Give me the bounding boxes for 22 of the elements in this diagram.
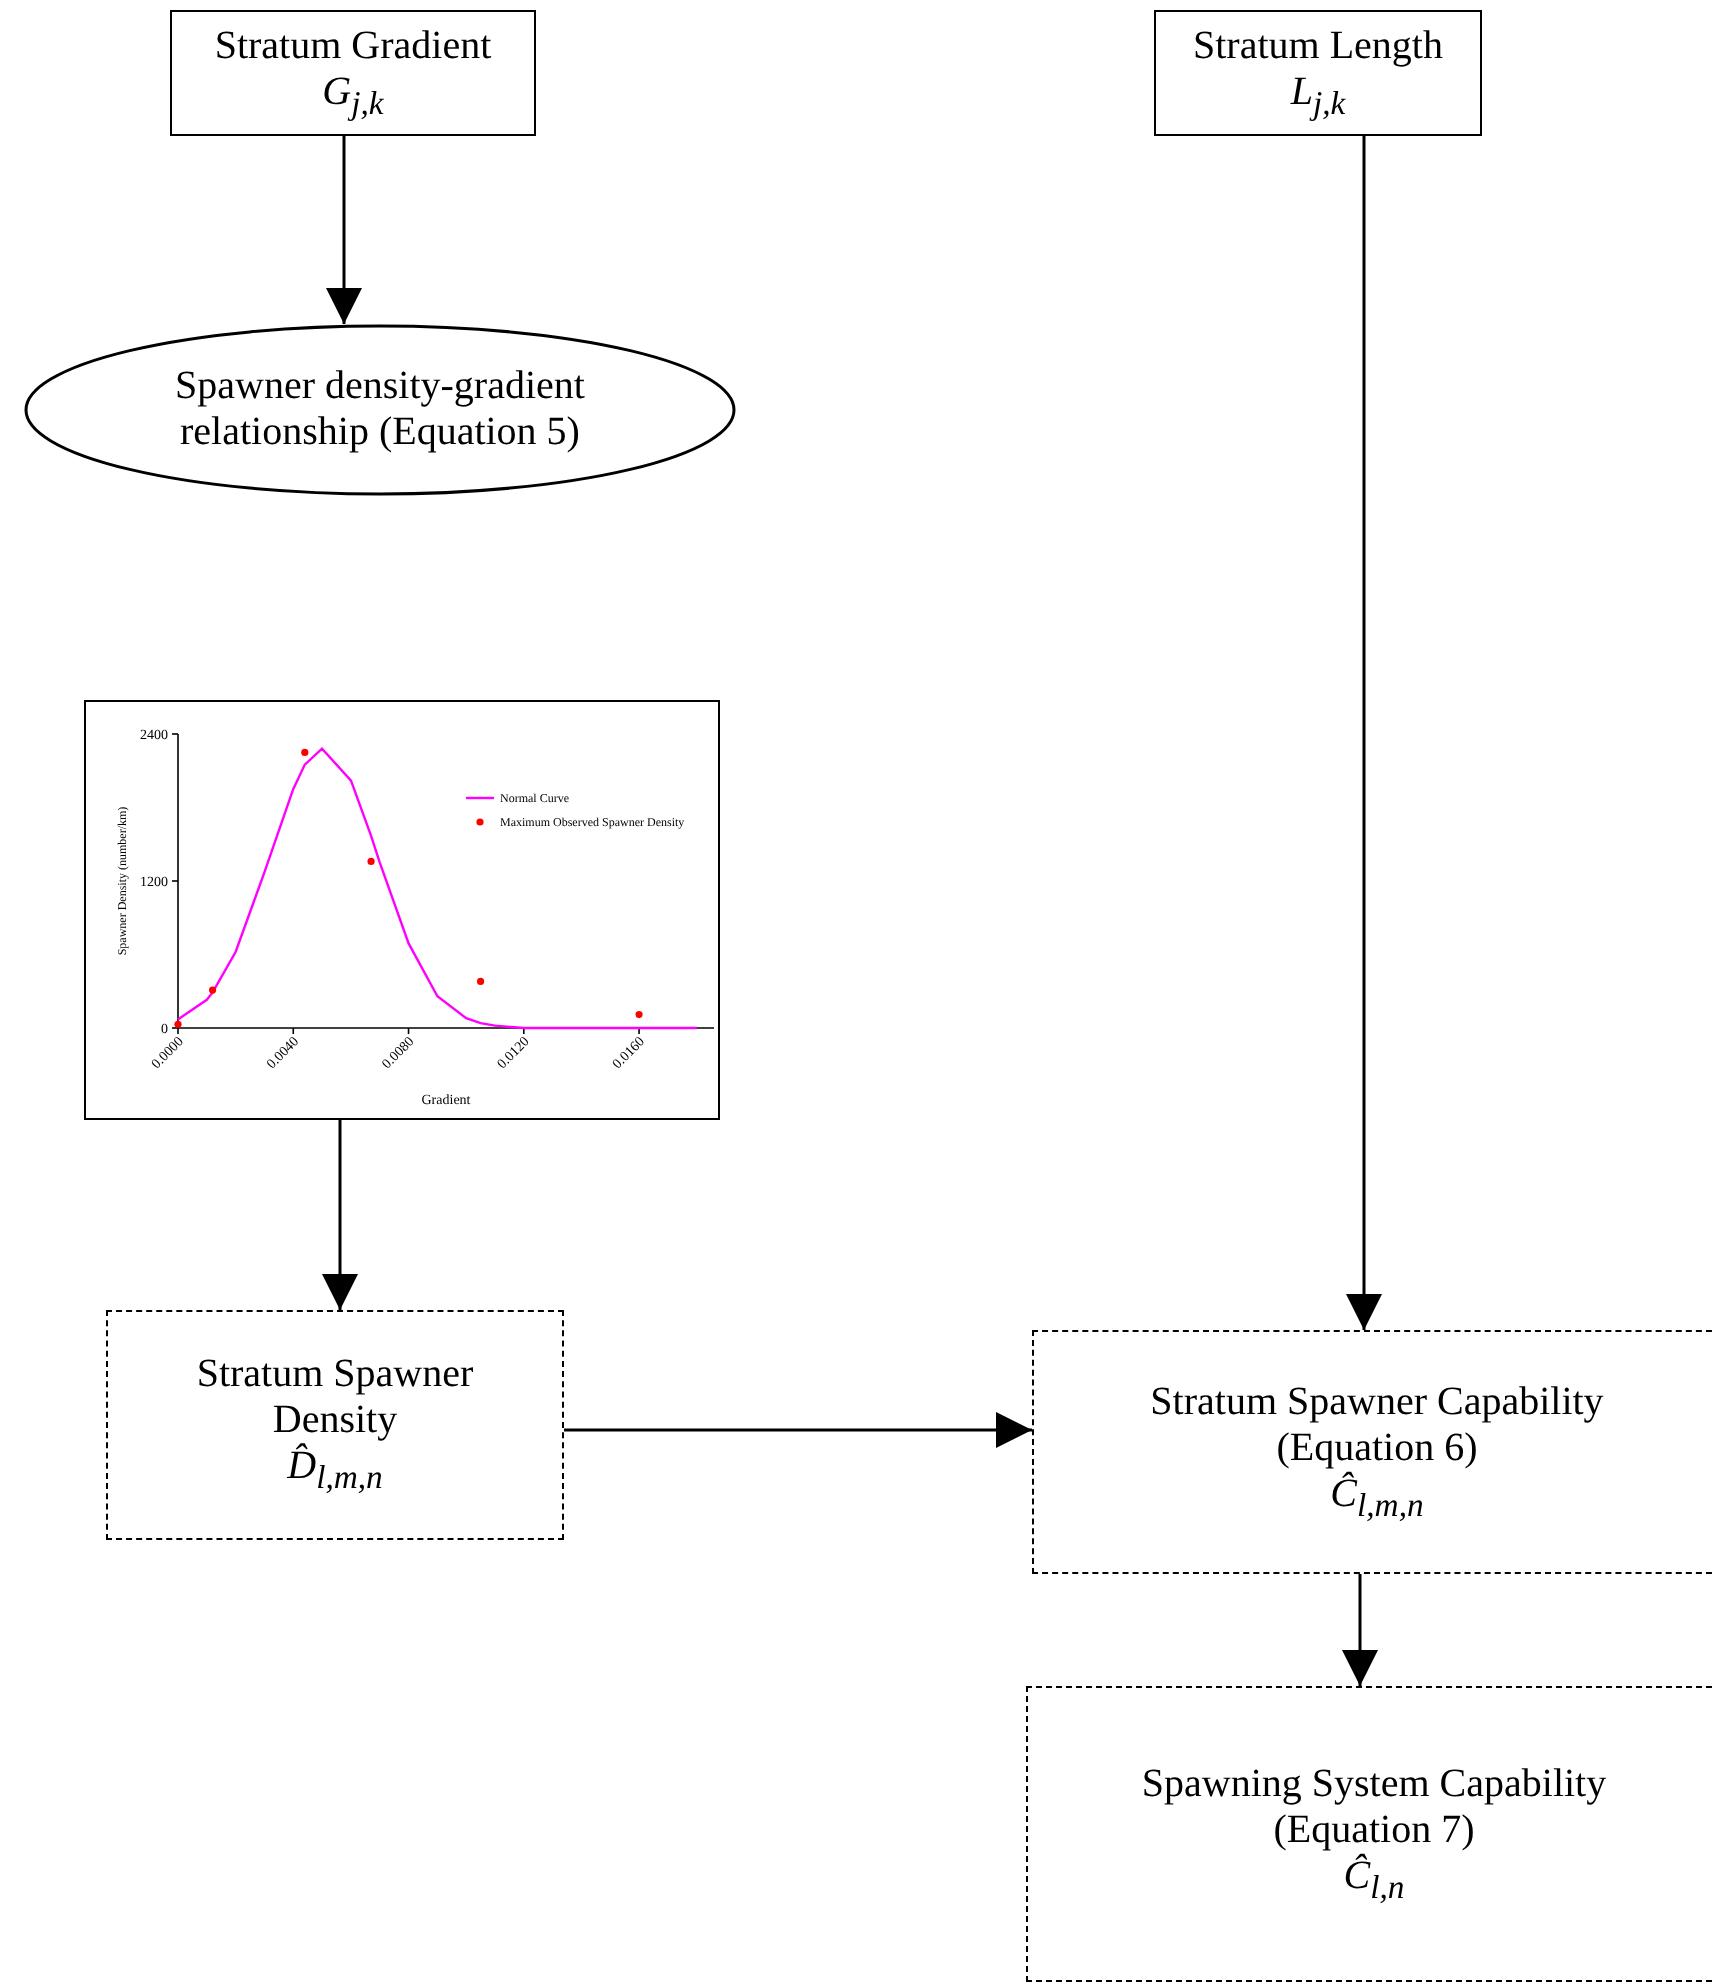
arrow: [1346, 136, 1382, 1330]
math-symbol: G$_{j,k}$: [322, 69, 384, 123]
process-box: [170, 10, 536, 136]
node-label: Spawner density-gradient relationship (Equation 5): [173, 364, 587, 456]
process-box: [1154, 10, 1482, 136]
output-box: [1032, 1330, 1712, 1574]
node-label: Spawning System Capability (Equation 7): [1139, 1761, 1609, 1853]
math-symbol: Ĉ$_{l,m,n}$: [1330, 1471, 1424, 1525]
math-symbol: Ĉ$_{l,n}$: [1343, 1853, 1405, 1907]
math-symbol: L$_{j,k}$: [1290, 69, 1346, 123]
node-label: Stratum Spawner Density: [194, 1352, 476, 1443]
math-symbol: D̂$_{l,m,n}$: [287, 1444, 383, 1498]
arrow: [1342, 1574, 1378, 1686]
arrow: [564, 1412, 1032, 1448]
output-box: [106, 1310, 564, 1540]
node-label: Stratum Length: [1193, 23, 1443, 70]
arrow: [322, 1120, 358, 1310]
node-label: Stratum Gradient: [214, 23, 492, 70]
output-box: [1026, 1686, 1712, 1982]
node-label: Stratum Spawner Capability (Equation 6): [1148, 1379, 1606, 1471]
chart-panel: [84, 700, 720, 1120]
arrow: [326, 136, 362, 324]
